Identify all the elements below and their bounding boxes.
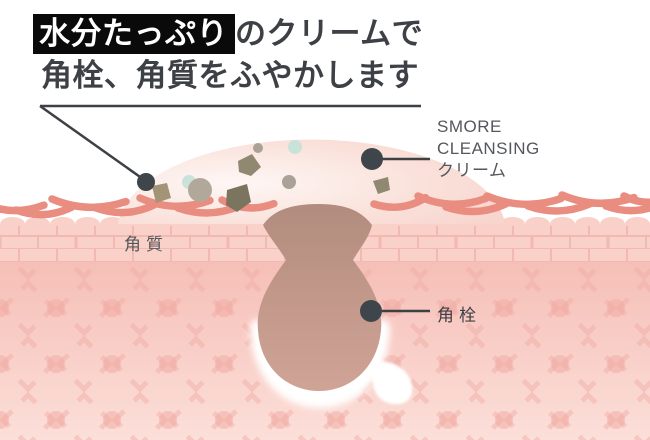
debris-particle — [288, 140, 302, 154]
title-leader-dot — [137, 173, 155, 191]
debris-particle — [188, 178, 212, 202]
debris-particle — [373, 177, 390, 194]
debris-particle — [152, 183, 171, 203]
keratin-plug — [257, 204, 382, 391]
cream-droplet — [370, 361, 413, 405]
skin-surface-flakes — [0, 191, 650, 219]
skin-flake — [620, 192, 650, 207]
cream-label-line2: CLEANSING — [437, 139, 540, 158]
cream-label-line1: SMORE — [437, 117, 502, 136]
debris-particle — [253, 143, 263, 153]
skin-flake — [414, 192, 490, 208]
keratin-plug-label: 角栓 — [437, 306, 481, 325]
skin-flake — [12, 203, 76, 219]
skin-flake — [524, 200, 594, 215]
plug-leader-dot — [360, 300, 382, 322]
cream-product-label: SMORE CLEANSING クリーム — [437, 116, 540, 182]
headline-highlight: 水分たっぷり — [33, 14, 235, 54]
title-leader-line — [39, 104, 144, 181]
headline: 水分たっぷりのクリームで 角栓、角質をふやかします — [33, 13, 423, 97]
cream-leader-dot — [361, 148, 383, 170]
cream-label-line3: クリーム — [437, 161, 507, 180]
headline-line1: 水分たっぷりのクリームで — [33, 13, 423, 55]
dissolved-debris-particles — [152, 140, 390, 212]
headline-line1-rest: のクリームで — [235, 16, 424, 51]
skin-flake — [92, 201, 158, 217]
skin-flake — [48, 195, 130, 212]
annotation-connectors — [39, 104, 430, 322]
debris-particle — [238, 154, 261, 176]
skin-flake — [602, 199, 650, 215]
headline-line2: 角栓、角質をふやかします — [41, 58, 419, 93]
debris-particle — [282, 175, 296, 189]
stratum-corneum-label: 角質 — [124, 235, 168, 254]
debris-particle — [226, 184, 251, 212]
skin-flake — [483, 192, 565, 209]
skin-flake — [136, 194, 214, 211]
skin-flake — [442, 200, 510, 216]
